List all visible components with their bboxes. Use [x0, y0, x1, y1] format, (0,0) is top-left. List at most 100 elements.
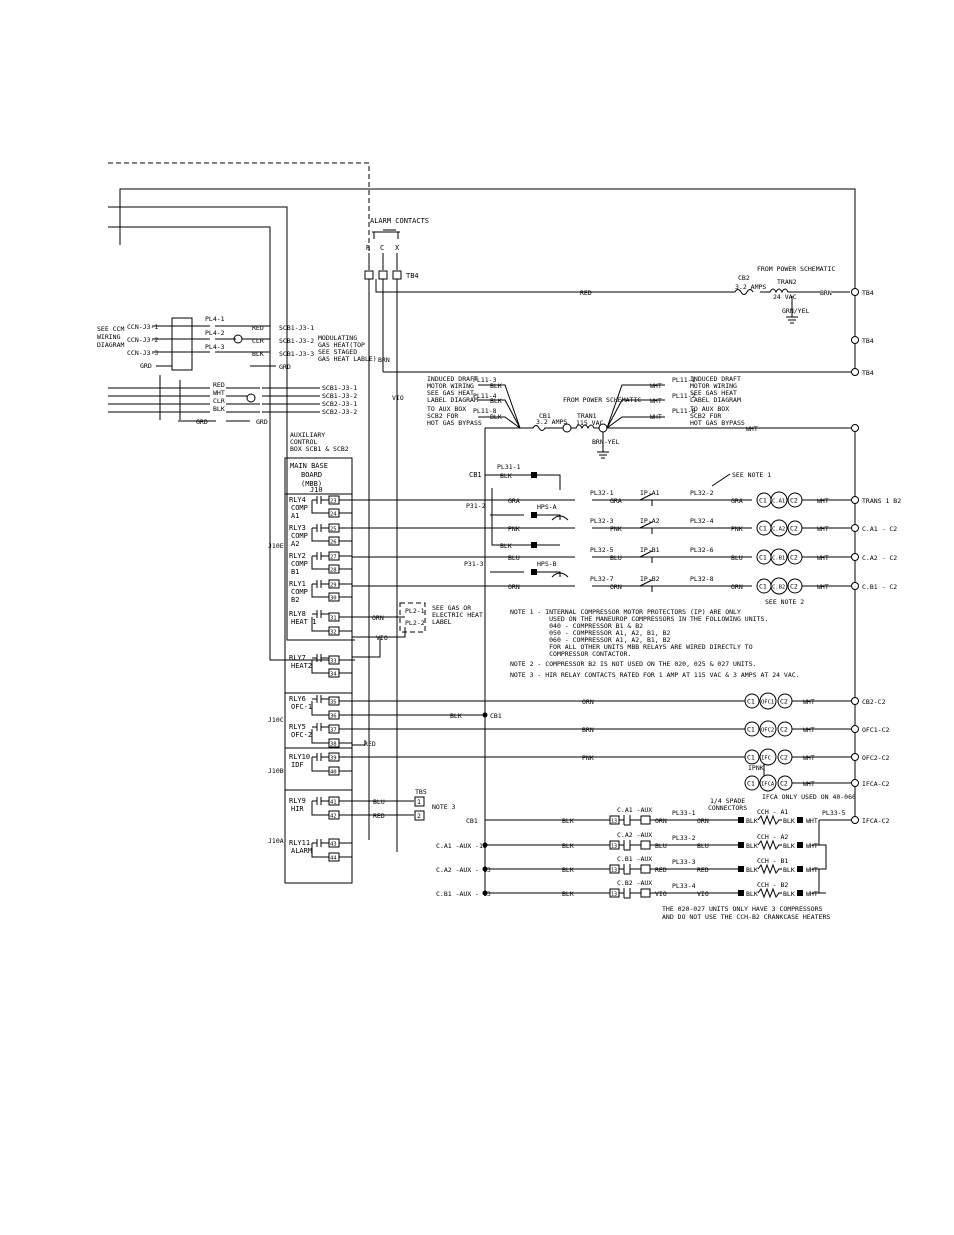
heater-cch: CCH - B2	[757, 881, 788, 889]
comp-c2: C2	[790, 525, 798, 533]
fan-blk: BLK	[450, 712, 462, 720]
mbb-pin-number: 25	[330, 527, 337, 533]
heater-aux-pin-num: 13	[611, 892, 617, 898]
frame-wire-2	[108, 206, 355, 641]
scb-left-wires	[108, 387, 210, 413]
heater-aux-pin-2	[640, 815, 651, 825]
alarm-r: R	[366, 244, 371, 252]
heater-left-label: C.A2 -AUX - 13	[436, 866, 491, 874]
mod-clr: CLR	[252, 337, 264, 345]
fan-contactor-coil	[759, 774, 777, 792]
note3-label: NOTE 3	[432, 803, 456, 811]
hps-feeds	[490, 514, 524, 573]
relay-sub: HIR	[291, 805, 304, 813]
fan-out-wht: WHT	[803, 698, 815, 706]
scb-red: RED	[213, 381, 225, 389]
comp-bracket	[491, 488, 560, 546]
ind-left-wires	[478, 384, 521, 429]
alarm-x: X	[395, 244, 400, 252]
fan-c2: C2	[780, 780, 788, 788]
hps-b-splice	[531, 569, 537, 575]
ind-left-4: LABEL DIAGRAM	[427, 396, 478, 404]
fan-c2: C2	[780, 726, 788, 734]
mbb-pin-number: 33	[330, 659, 337, 665]
ind-left-2: MOTOR WIRING	[427, 382, 474, 390]
comp-wire-code-3: GRA	[731, 497, 743, 505]
relay-contact	[312, 753, 329, 761]
aux-right-2: SCB2 FOR	[690, 412, 721, 420]
tb4-2-terminal	[851, 336, 859, 344]
relay-contact	[312, 524, 329, 532]
tran2-rating: 24 VAC	[773, 293, 797, 301]
see-note-2: SEE NOTE 2	[765, 598, 804, 606]
scb1-j3-1: SCB1-J3-1	[322, 384, 357, 392]
tb4-3-terminal	[851, 368, 859, 376]
heater-wire-code-2: RED	[697, 866, 709, 874]
heater-aux-pin-num: 13	[611, 868, 617, 874]
relay-sub2: B2	[291, 596, 299, 604]
red-wire-label: RED	[580, 289, 592, 297]
heater-spade-2	[797, 866, 803, 872]
comp-c2: C2	[790, 583, 798, 591]
comp-contactor: C.A2	[772, 527, 785, 533]
comp-wire-code-3: BLU	[731, 554, 743, 562]
heater-aux-label: C.A1 -AUX	[617, 806, 652, 814]
fan-device: IFC	[761, 756, 771, 762]
heater-spade	[738, 817, 744, 823]
ind-wht-1: WHT	[650, 382, 662, 390]
comp-ip-switch	[639, 579, 653, 592]
fan-end-label: OFC1-C2	[862, 726, 889, 734]
see-ccm-2: WIRING	[97, 333, 121, 341]
mbb-pin-number: 43	[330, 842, 337, 848]
ind-right-wires	[606, 384, 665, 429]
p31-3: P31-3	[464, 560, 484, 568]
aux-box-1: AUXILIARY	[290, 431, 325, 439]
cb1-label-top: CB1	[539, 412, 551, 420]
fan-c1-terminal	[744, 775, 760, 791]
note-line-2: USED ON THE MANEUROP COMPRESSORS IN THE …	[510, 615, 768, 623]
relay-name: RLY3	[289, 524, 306, 532]
relay-contact	[312, 654, 329, 662]
heater-spade-2	[797, 890, 803, 896]
j10c-label: J10C	[268, 716, 284, 724]
mbb-pin-number: 29	[330, 583, 337, 589]
comp-wire-code-2: BLU	[610, 554, 622, 562]
aux-left-3: HOT GAS BYPASS	[427, 419, 482, 427]
pl31-1: PL31-1	[497, 463, 521, 471]
pl4-wires	[215, 325, 250, 353]
hir-blu: BLU	[373, 798, 385, 806]
relay-sub: ALARM	[291, 847, 312, 855]
heater-aux-contact	[619, 840, 641, 851]
fan-c1-terminal	[744, 749, 760, 765]
mbb-pin-number: 42	[330, 814, 337, 820]
mbb-pin-number: 36	[330, 714, 337, 720]
relay-name: RLY9	[289, 797, 306, 805]
heater-wire-code: BLU	[655, 842, 667, 850]
ind-right-4: LABEL DIAGRAM	[690, 396, 741, 404]
note-line-3: 040 - COMPRESSOR B1 & B2	[510, 622, 643, 630]
relay-return	[311, 617, 329, 632]
heater-cch: CCH - B1	[757, 857, 788, 865]
modulating-4: GAS HEAT LABLE)	[318, 355, 377, 363]
heater-aux-contact	[619, 815, 641, 826]
from-power-schematic-mid: FROM POWER SCHEMATIC	[563, 396, 641, 404]
note-line-4: 050 - COMPRESSOR A1, A2, B1, B2	[510, 629, 671, 637]
pl11-6: PL11-6	[672, 407, 696, 415]
wht-right-terminal	[851, 424, 859, 432]
comp-ip-switch	[639, 493, 653, 506]
mbb-pin-number: 39	[330, 756, 337, 762]
fan-c1: C1	[747, 780, 755, 788]
ind-right-3: SEE GAS HEAT	[690, 389, 737, 397]
relay-return	[311, 757, 329, 772]
mbb-title-1: MAIN BASE	[290, 462, 328, 470]
relay-sub: COMP	[291, 588, 308, 596]
mbb-pin-number: 35	[330, 700, 337, 706]
fan-end-label: OFC2-C2	[862, 754, 889, 762]
mbb-pin-number: 34	[330, 672, 337, 678]
heater-aux-pin-2	[640, 864, 651, 874]
tran1-in-terminal	[562, 423, 572, 433]
mod-blk: BLK	[252, 350, 264, 358]
heater-aux-pin-2	[640, 888, 651, 898]
comp-contactor-coil	[770, 519, 788, 537]
